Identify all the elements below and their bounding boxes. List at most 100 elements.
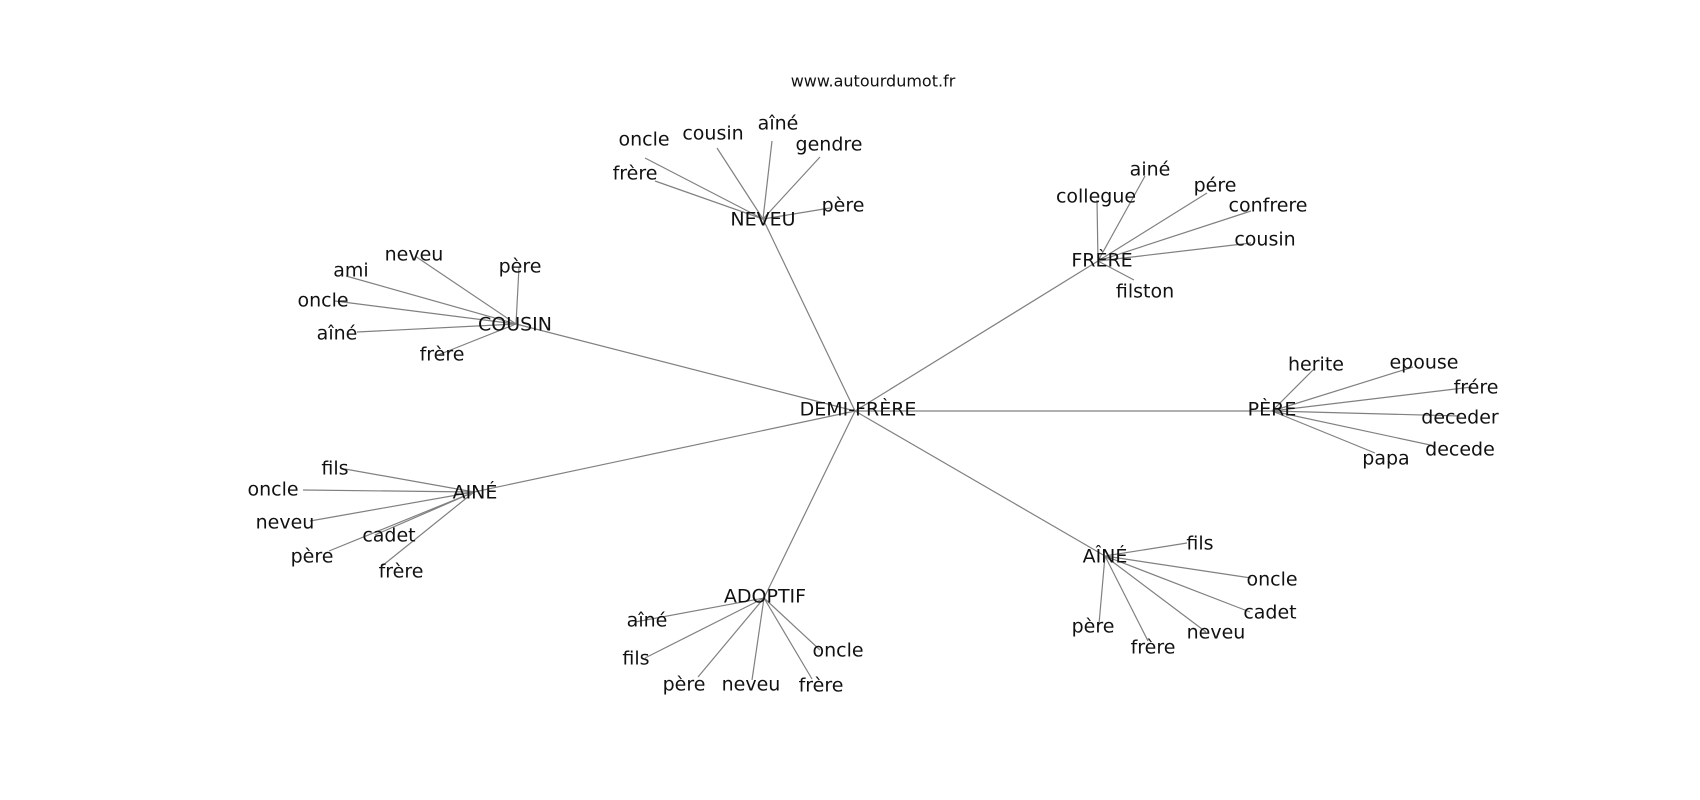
edge-pere-word-3 (1271, 410, 1461, 417)
edge-aine1-word-5 (381, 491, 475, 567)
edge-frere-word-1 (1096, 199, 1099, 262)
word-label-adoptif-5: frère (799, 675, 844, 697)
edge-aine1-word-4 (328, 491, 475, 552)
edge-neveu-word-5 (762, 207, 831, 220)
word-label-cousin-4: aîné (317, 323, 358, 345)
word-label-aine2-5: frère (1131, 637, 1176, 659)
word-label-aine1-2: neveu (256, 512, 315, 534)
edge-frere-word-2 (1097, 192, 1208, 262)
edge-adoptif-word-0 (634, 597, 765, 623)
word-label-adoptif-4: neveu (722, 674, 781, 696)
edge-aine2-word-1 (1104, 555, 1252, 579)
word-label-aine2-3: neveu (1187, 622, 1246, 644)
edge-pere-word-5 (1271, 410, 1376, 454)
edge-aine2-word-5 (1104, 555, 1149, 642)
center-word-label: DEMI-FRÈRE (800, 398, 917, 421)
word-label-frere-2: pére (1194, 175, 1237, 197)
edge-neveu-word-4 (654, 180, 764, 220)
cluster-label-frere: FRÈRE (1071, 249, 1132, 272)
edge-neveu-word-1 (716, 147, 764, 220)
edge-cousin-word-3 (334, 300, 517, 325)
edge-neveu-word-3 (762, 156, 821, 220)
edge-cousin-word-0 (414, 255, 517, 325)
word-label-neveu-0: oncle (618, 129, 669, 151)
word-label-frere-0: ainé (1130, 159, 1171, 181)
edge-adoptif-word-5 (763, 597, 813, 680)
word-label-aine1-5: frère (379, 561, 424, 583)
word-label-frere-4: cousin (1234, 229, 1295, 251)
edge-pere-word-2 (1271, 386, 1473, 412)
edge-center-adoptif (763, 410, 856, 599)
word-label-frere-1: collegue (1056, 186, 1136, 208)
word-label-frere-3: confrere (1229, 195, 1308, 217)
edge-cousin-word-1 (515, 266, 520, 325)
edge-frere-word-4 (1097, 242, 1252, 262)
word-label-aine1-4: père (291, 546, 334, 568)
edge-center-aine2 (854, 410, 1106, 557)
cluster-label-adoptif: ADOPTIF (724, 586, 806, 608)
edge-aine2-word-0 (1104, 542, 1188, 557)
edge-neveu-word-0 (644, 157, 764, 220)
cluster-label-aine1: AINÉ (453, 481, 498, 504)
edge-frere-word-0 (1097, 175, 1146, 262)
word-label-frere-5: filston (1116, 281, 1174, 303)
word-label-pere-1: epouse (1389, 352, 1458, 374)
word-label-aine2-2: cadet (1243, 602, 1296, 624)
word-label-cousin-2: ami (333, 260, 368, 282)
word-label-cousin-5: frère (420, 344, 465, 366)
cluster-label-aine2: AÎNÉ (1083, 545, 1128, 568)
cluster-label-pere: PÈRE (1248, 398, 1297, 421)
word-label-adoptif-2: oncle (812, 640, 863, 662)
edge-pere-word-0 (1271, 367, 1316, 412)
word-label-aine2-4: père (1072, 616, 1115, 638)
word-label-pere-5: papa (1362, 448, 1409, 470)
word-label-aine2-0: fils (1186, 533, 1213, 555)
edge-cousin-word-2 (345, 275, 517, 325)
edge-cousin-word-5 (437, 323, 517, 356)
graph-edges (302, 140, 1473, 681)
edge-cousin-word-4 (356, 323, 517, 333)
edge-aine1-word-2 (309, 491, 475, 522)
word-label-aine1-0: fils (321, 458, 348, 480)
edge-center-frere (854, 260, 1099, 412)
edge-aine1-word-0 (344, 468, 475, 493)
word-label-cousin-1: père (499, 256, 542, 278)
word-label-cousin-3: oncle (297, 290, 348, 312)
word-label-pere-0: herite (1288, 354, 1344, 376)
word-label-neveu-2: aîné (758, 113, 799, 135)
edge-adoptif-word-4 (751, 597, 765, 681)
edge-pere-word-1 (1271, 366, 1414, 412)
edge-adoptif-word-2 (763, 597, 821, 651)
word-label-neveu-3: gendre (796, 134, 863, 156)
edge-frere-word-5 (1097, 260, 1135, 281)
edge-center-cousin (515, 323, 856, 412)
word-label-cousin-0: neveu (385, 244, 444, 266)
word-label-neveu-1: cousin (682, 123, 743, 145)
edge-center-aine1 (473, 410, 856, 493)
edge-frere-word-3 (1097, 210, 1252, 262)
edge-aine2-word-3 (1104, 555, 1207, 633)
cluster-label-cousin: COUSIN (478, 314, 552, 336)
edge-aine1-word-1 (302, 489, 475, 493)
word-label-pere-4: decede (1425, 439, 1495, 461)
edge-adoptif-word-3 (697, 597, 765, 678)
website-label: www.autourdumot.fr (791, 72, 956, 91)
edge-neveu-word-2 (762, 140, 773, 220)
edge-center-neveu (762, 218, 856, 412)
word-label-adoptif-1: fils (622, 648, 649, 670)
word-label-aine1-3: cadet (362, 525, 415, 547)
word-label-adoptif-0: aîné (627, 610, 668, 632)
edge-aine2-word-4 (1098, 555, 1106, 625)
word-label-pere-2: frére (1454, 377, 1499, 399)
edge-adoptif-word-1 (644, 597, 765, 659)
edge-pere-word-4 (1271, 410, 1436, 447)
word-label-neveu-5: père (822, 195, 865, 217)
cluster-label-neveu: NEVEU (730, 209, 795, 231)
word-label-adoptif-3: père (663, 674, 706, 696)
word-label-neveu-4: frère (613, 163, 658, 185)
word-label-pere-3: deceder (1421, 407, 1499, 429)
edge-aine2-word-2 (1104, 555, 1251, 613)
word-label-aine1-1: oncle (247, 479, 298, 501)
